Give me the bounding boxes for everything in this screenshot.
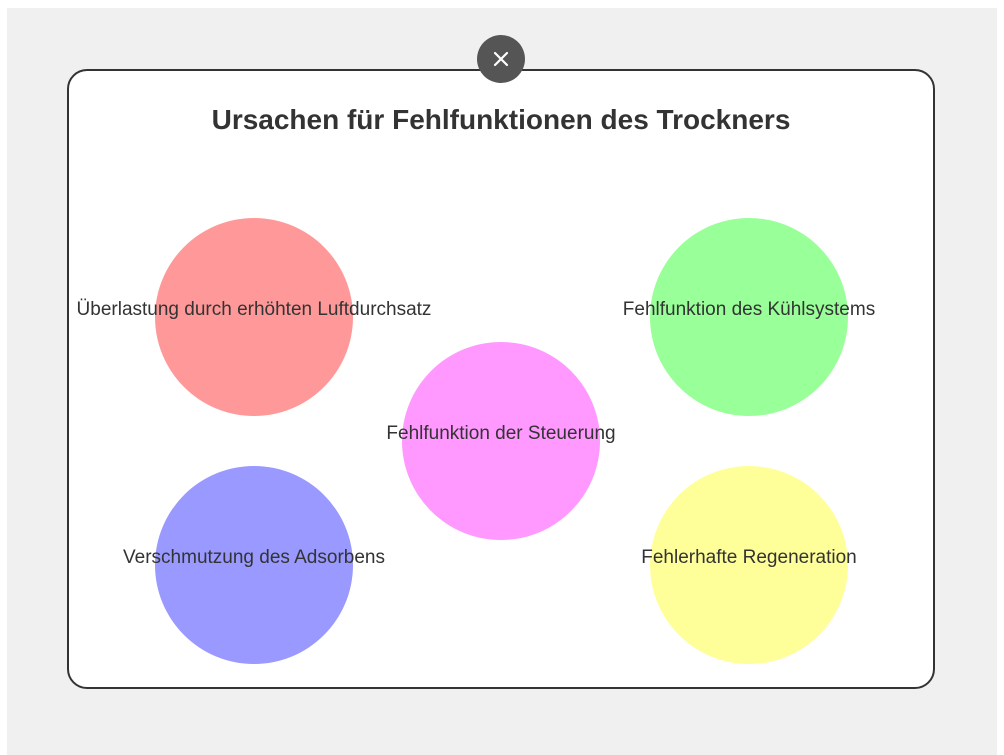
cause-label-regeneration: Fehlerhafte Regeneration — [641, 547, 857, 568]
close-icon — [493, 51, 509, 67]
cause-node-adsorbent[interactable] — [155, 466, 353, 664]
cause-label-cooling: Fehlfunktion des Kühlsystems — [622, 299, 876, 320]
diagram-title: Ursachen für Fehlfunktionen des Trockner… — [211, 104, 791, 135]
cause-node-overload[interactable] — [155, 218, 353, 416]
cause-label-control: Fehlfunktion der Steuerung — [386, 423, 616, 444]
cause-label-adsorbent: Verschmutzung des Adsorbens — [123, 547, 385, 568]
close-button[interactable] — [477, 35, 525, 83]
cause-node-control[interactable] — [402, 342, 600, 540]
cause-node-regeneration[interactable] — [650, 466, 848, 664]
cause-node-cooling[interactable] — [650, 218, 848, 416]
cause-label-overload: Überlastung durch erhöhten Luftdurchsatz — [76, 299, 432, 320]
